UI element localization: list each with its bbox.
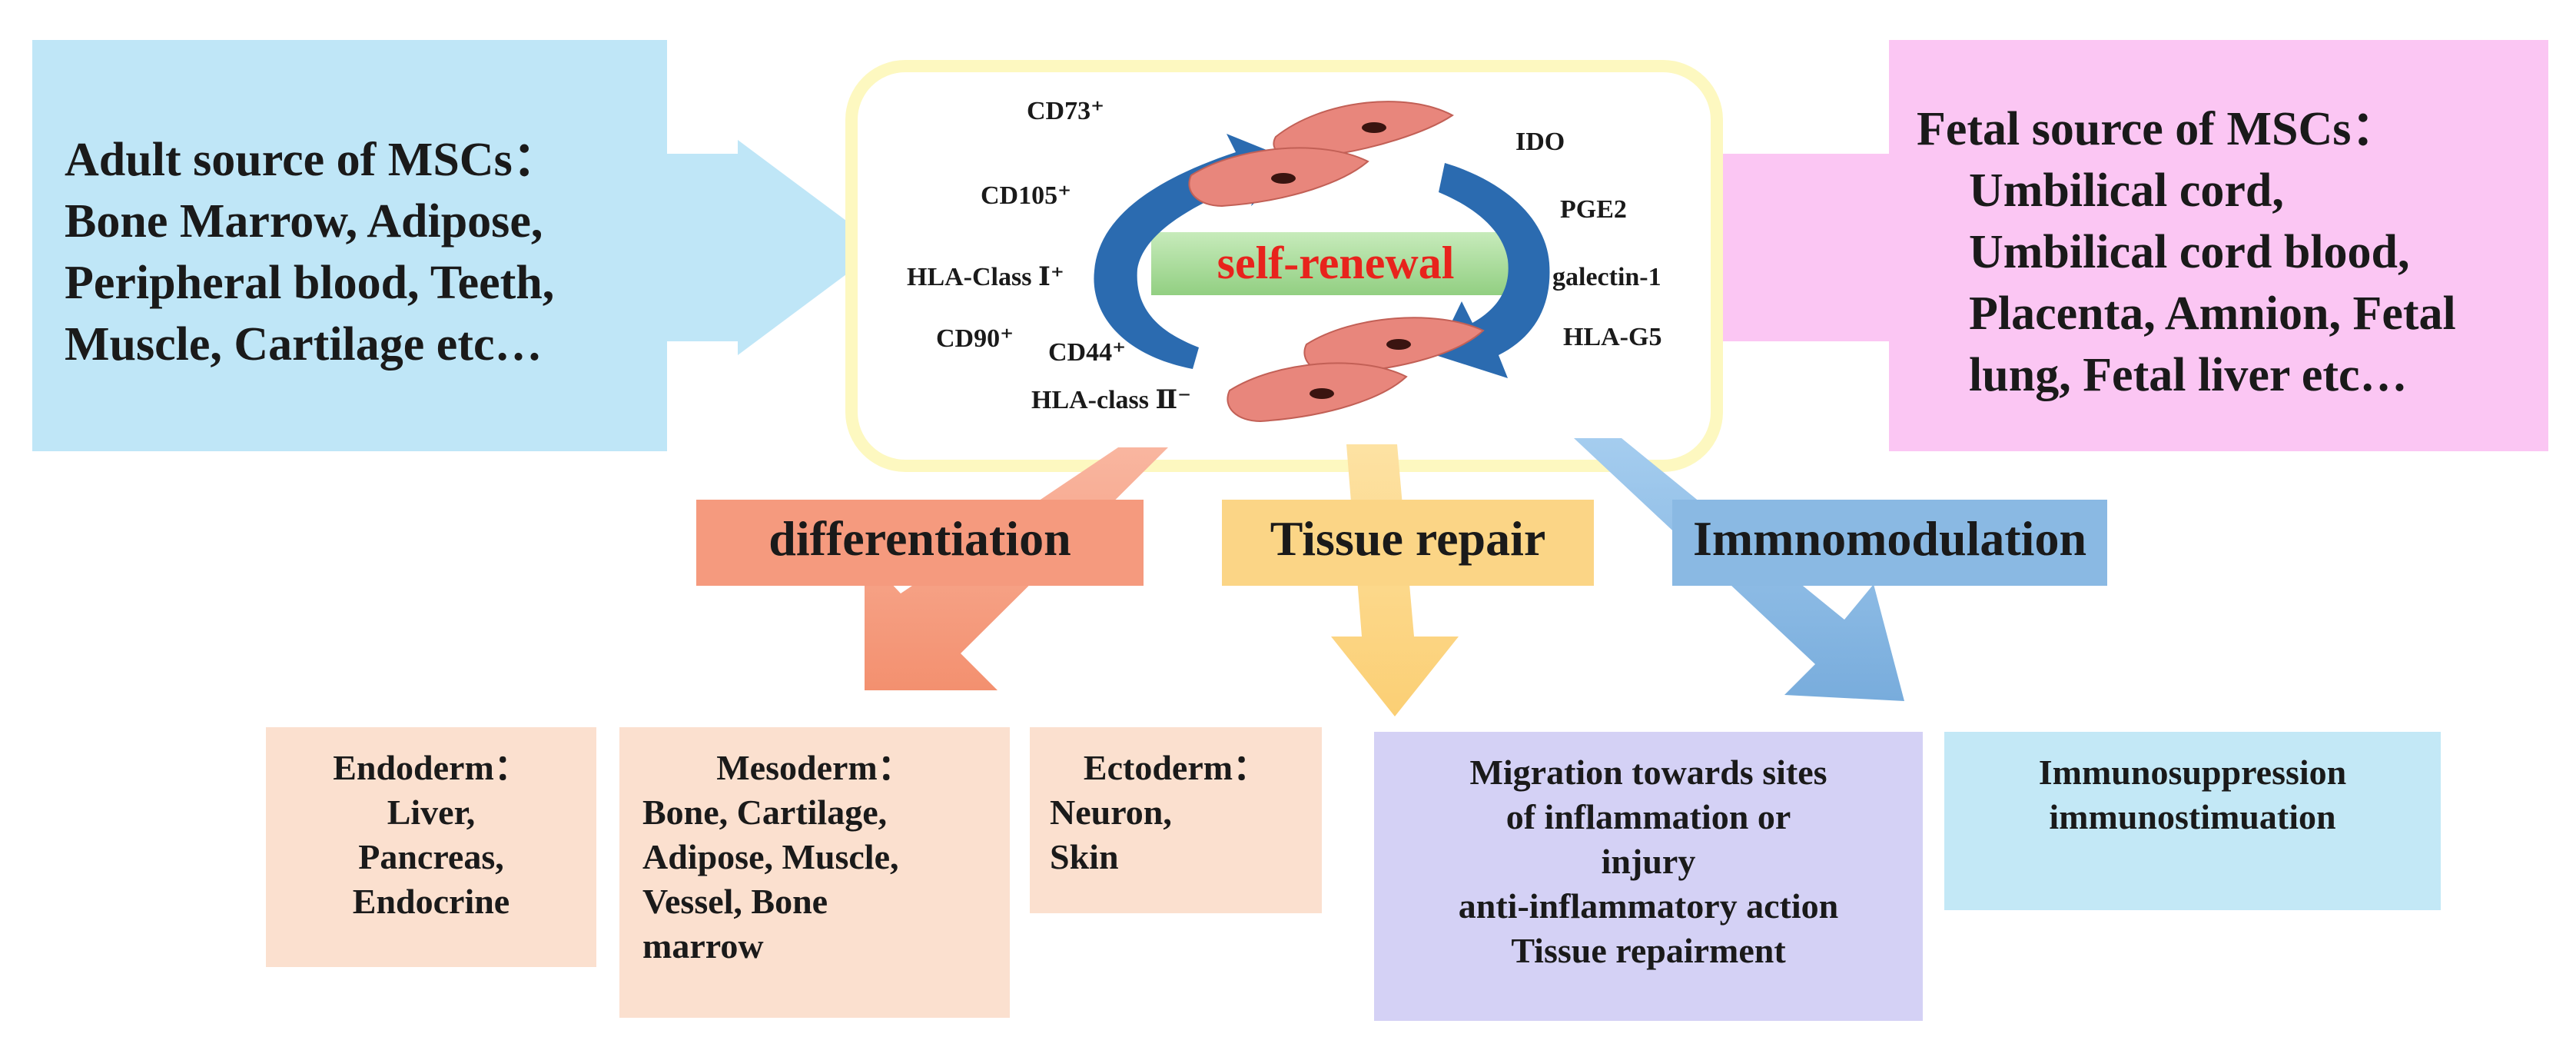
migration-box: Migration towards sites of inflammation … <box>1374 750 1923 973</box>
marker-cd90: CD90⁺ <box>936 324 1014 353</box>
mesoderm-box-bg <box>619 727 1010 1018</box>
marker-cd44: CD44⁺ <box>1048 338 1127 367</box>
differentiation-label-bg <box>696 500 1144 586</box>
migration-line-5: Tissue repairment <box>1511 931 1786 970</box>
mesoderm-line-4: marrow <box>642 926 764 966</box>
immuno-box-bg <box>1944 732 2441 910</box>
endoderm-box: Endoderm： Liver, Pancreas, Endocrine <box>266 746 596 924</box>
ectoderm-box: Ectoderm： Neuron, Skin <box>1030 746 1322 879</box>
migration-box-bg <box>1374 732 1923 1021</box>
mesoderm-line-3: Vessel, Bone <box>642 882 828 921</box>
marker-hla-class-2: HLA-class Ⅱ⁻ <box>1031 386 1192 414</box>
ectoderm-title: Ectoderm： <box>1083 748 1269 787</box>
immuno-line-2: immunostimuation <box>2049 797 2336 836</box>
migration-line-4: anti-inflammatory action <box>1458 886 1839 926</box>
tissue-repair-label-bg <box>1222 500 1594 586</box>
adult-source-arrow <box>32 40 882 451</box>
fetal-source-line-1: Umbilical cord, <box>1969 165 2284 217</box>
marker-hla-class-1: HLA-Class Ⅰ⁺ <box>907 263 1064 291</box>
adult-source-line-1: Bone Marrow, Adipose, <box>65 195 543 248</box>
migration-line-3: injury <box>1601 842 1696 881</box>
adult-source-line-3: Muscle, Cartilage etc… <box>65 318 543 371</box>
msc-cell-2 <box>1188 147 1369 208</box>
adult-source-line-2: Peripheral blood, Teeth, <box>65 257 555 309</box>
tissue-repair-label: Tissue repair <box>1270 511 1546 566</box>
ectoderm-box-bg <box>1030 727 1322 913</box>
differentiation-label: differentiation <box>768 511 1071 566</box>
migration-line-2: of inflammation or <box>1505 797 1791 836</box>
ectoderm-line-2: Skin <box>1050 837 1119 876</box>
adult-source-text: Adult source of MSCs： Bone Marrow, Adipo… <box>65 129 649 375</box>
cycle-arrow-left <box>1094 134 1299 369</box>
fetal-source-line-3: Placenta, Amnion, Fetal <box>1969 288 2456 340</box>
self-renewal-bar <box>1151 232 1520 295</box>
ectoderm-line-1: Neuron, <box>1050 793 1172 832</box>
mesoderm-title: Mesoderm： <box>716 748 913 787</box>
endoderm-line-3: Endocrine <box>352 882 510 921</box>
endoderm-line-2: Pancreas, <box>358 837 504 876</box>
immunomodulation-label: Immnomodulation <box>1692 511 2087 566</box>
marker-hla-g5: HLA-G5 <box>1563 323 1662 351</box>
marker-galectin-1: galectin-1 <box>1552 263 1661 291</box>
immuno-line-1: Immunosuppression <box>2038 753 2347 792</box>
marker-ido: IDO <box>1515 128 1565 156</box>
endoderm-box-bg <box>266 727 596 967</box>
endoderm-title: Endoderm： <box>333 748 529 787</box>
fetal-source-title: Fetal source of MSCs： <box>1917 103 2399 155</box>
mesoderm-line-2: Adipose, Muscle, <box>642 837 899 876</box>
adult-source-title: Adult source of MSCs： <box>65 134 560 186</box>
marker-pge2: PGE2 <box>1560 195 1627 224</box>
immunomodulation-label-bg <box>1672 500 2107 586</box>
mesoderm-line-1: Bone, Cartilage, <box>642 793 888 832</box>
marker-cd105: CD105⁺ <box>981 181 1072 210</box>
msc-cell-4 <box>1227 362 1408 423</box>
fetal-source-line-4: lung, Fetal liver etc… <box>1969 349 2408 401</box>
fetal-source-line-2: Umbilical cord blood, <box>1969 226 2410 278</box>
mesoderm-box: Mesoderm： Bone, Cartilage, Adipose, Musc… <box>619 746 1010 969</box>
marker-cd73: CD73⁺ <box>1027 97 1105 125</box>
fetal-source-text: Fetal source of MSCs： Umbilical cord, Um… <box>1917 98 2531 406</box>
self-renewal-label: self-renewal <box>1217 238 1455 288</box>
immuno-box: Immunosuppression immunostimuation <box>1944 750 2441 839</box>
endoderm-line-1: Liver, <box>387 793 476 832</box>
migration-line-1: Migration towards sites <box>1469 753 1827 792</box>
